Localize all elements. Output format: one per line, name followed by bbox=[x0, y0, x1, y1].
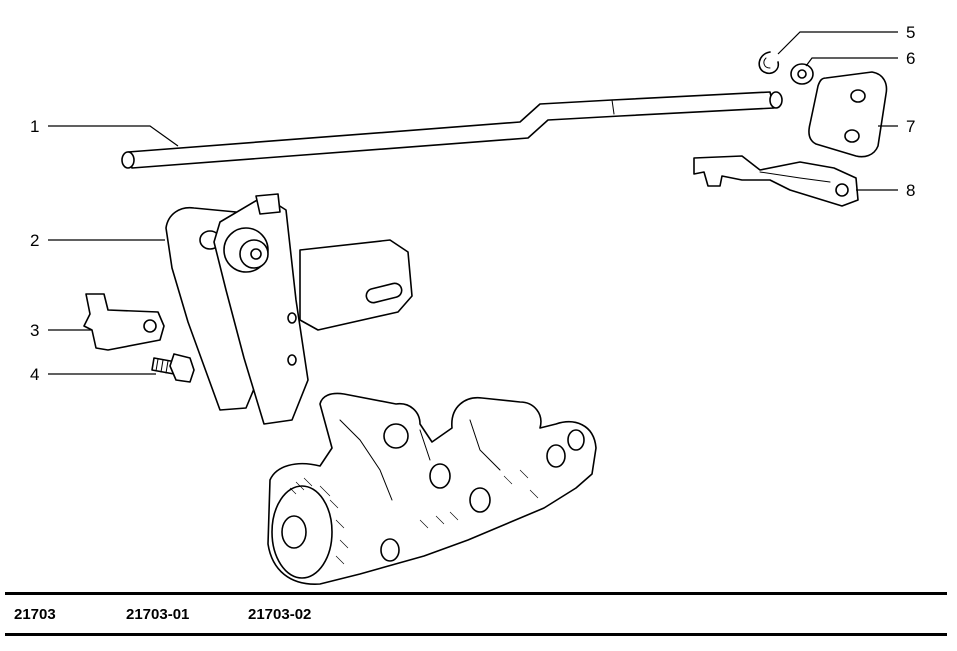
part-3-clip bbox=[83, 293, 165, 351]
footer-code-2: 21703-01 bbox=[126, 606, 190, 623]
footer-divider-bottom bbox=[5, 633, 947, 636]
part-6-washer bbox=[790, 63, 814, 85]
callout-7: 7 bbox=[906, 117, 916, 136]
callout-8: 8 bbox=[906, 181, 916, 200]
callout-4: 4 bbox=[30, 365, 40, 384]
footer-code-1: 21703 bbox=[14, 606, 56, 623]
leader-lines bbox=[48, 31, 898, 375]
callout-6: 6 bbox=[906, 49, 916, 68]
part-4-bolt bbox=[151, 353, 195, 383]
footer-code-3: 21703-02 bbox=[248, 606, 312, 623]
callout-1: 1 bbox=[30, 117, 40, 136]
valve-body bbox=[267, 392, 597, 585]
part-1-rod bbox=[121, 91, 783, 169]
callout-5: 5 bbox=[906, 23, 916, 42]
part-7-bushing bbox=[808, 71, 888, 158]
callout-2: 2 bbox=[30, 231, 40, 250]
part-8-clip bbox=[693, 155, 859, 207]
callout-3: 3 bbox=[30, 321, 40, 340]
part-5-circlip bbox=[758, 51, 780, 75]
footer-divider-top bbox=[5, 592, 947, 595]
exploded-parts-diagram bbox=[48, 31, 898, 585]
part-2-lever-bracket bbox=[165, 193, 413, 425]
